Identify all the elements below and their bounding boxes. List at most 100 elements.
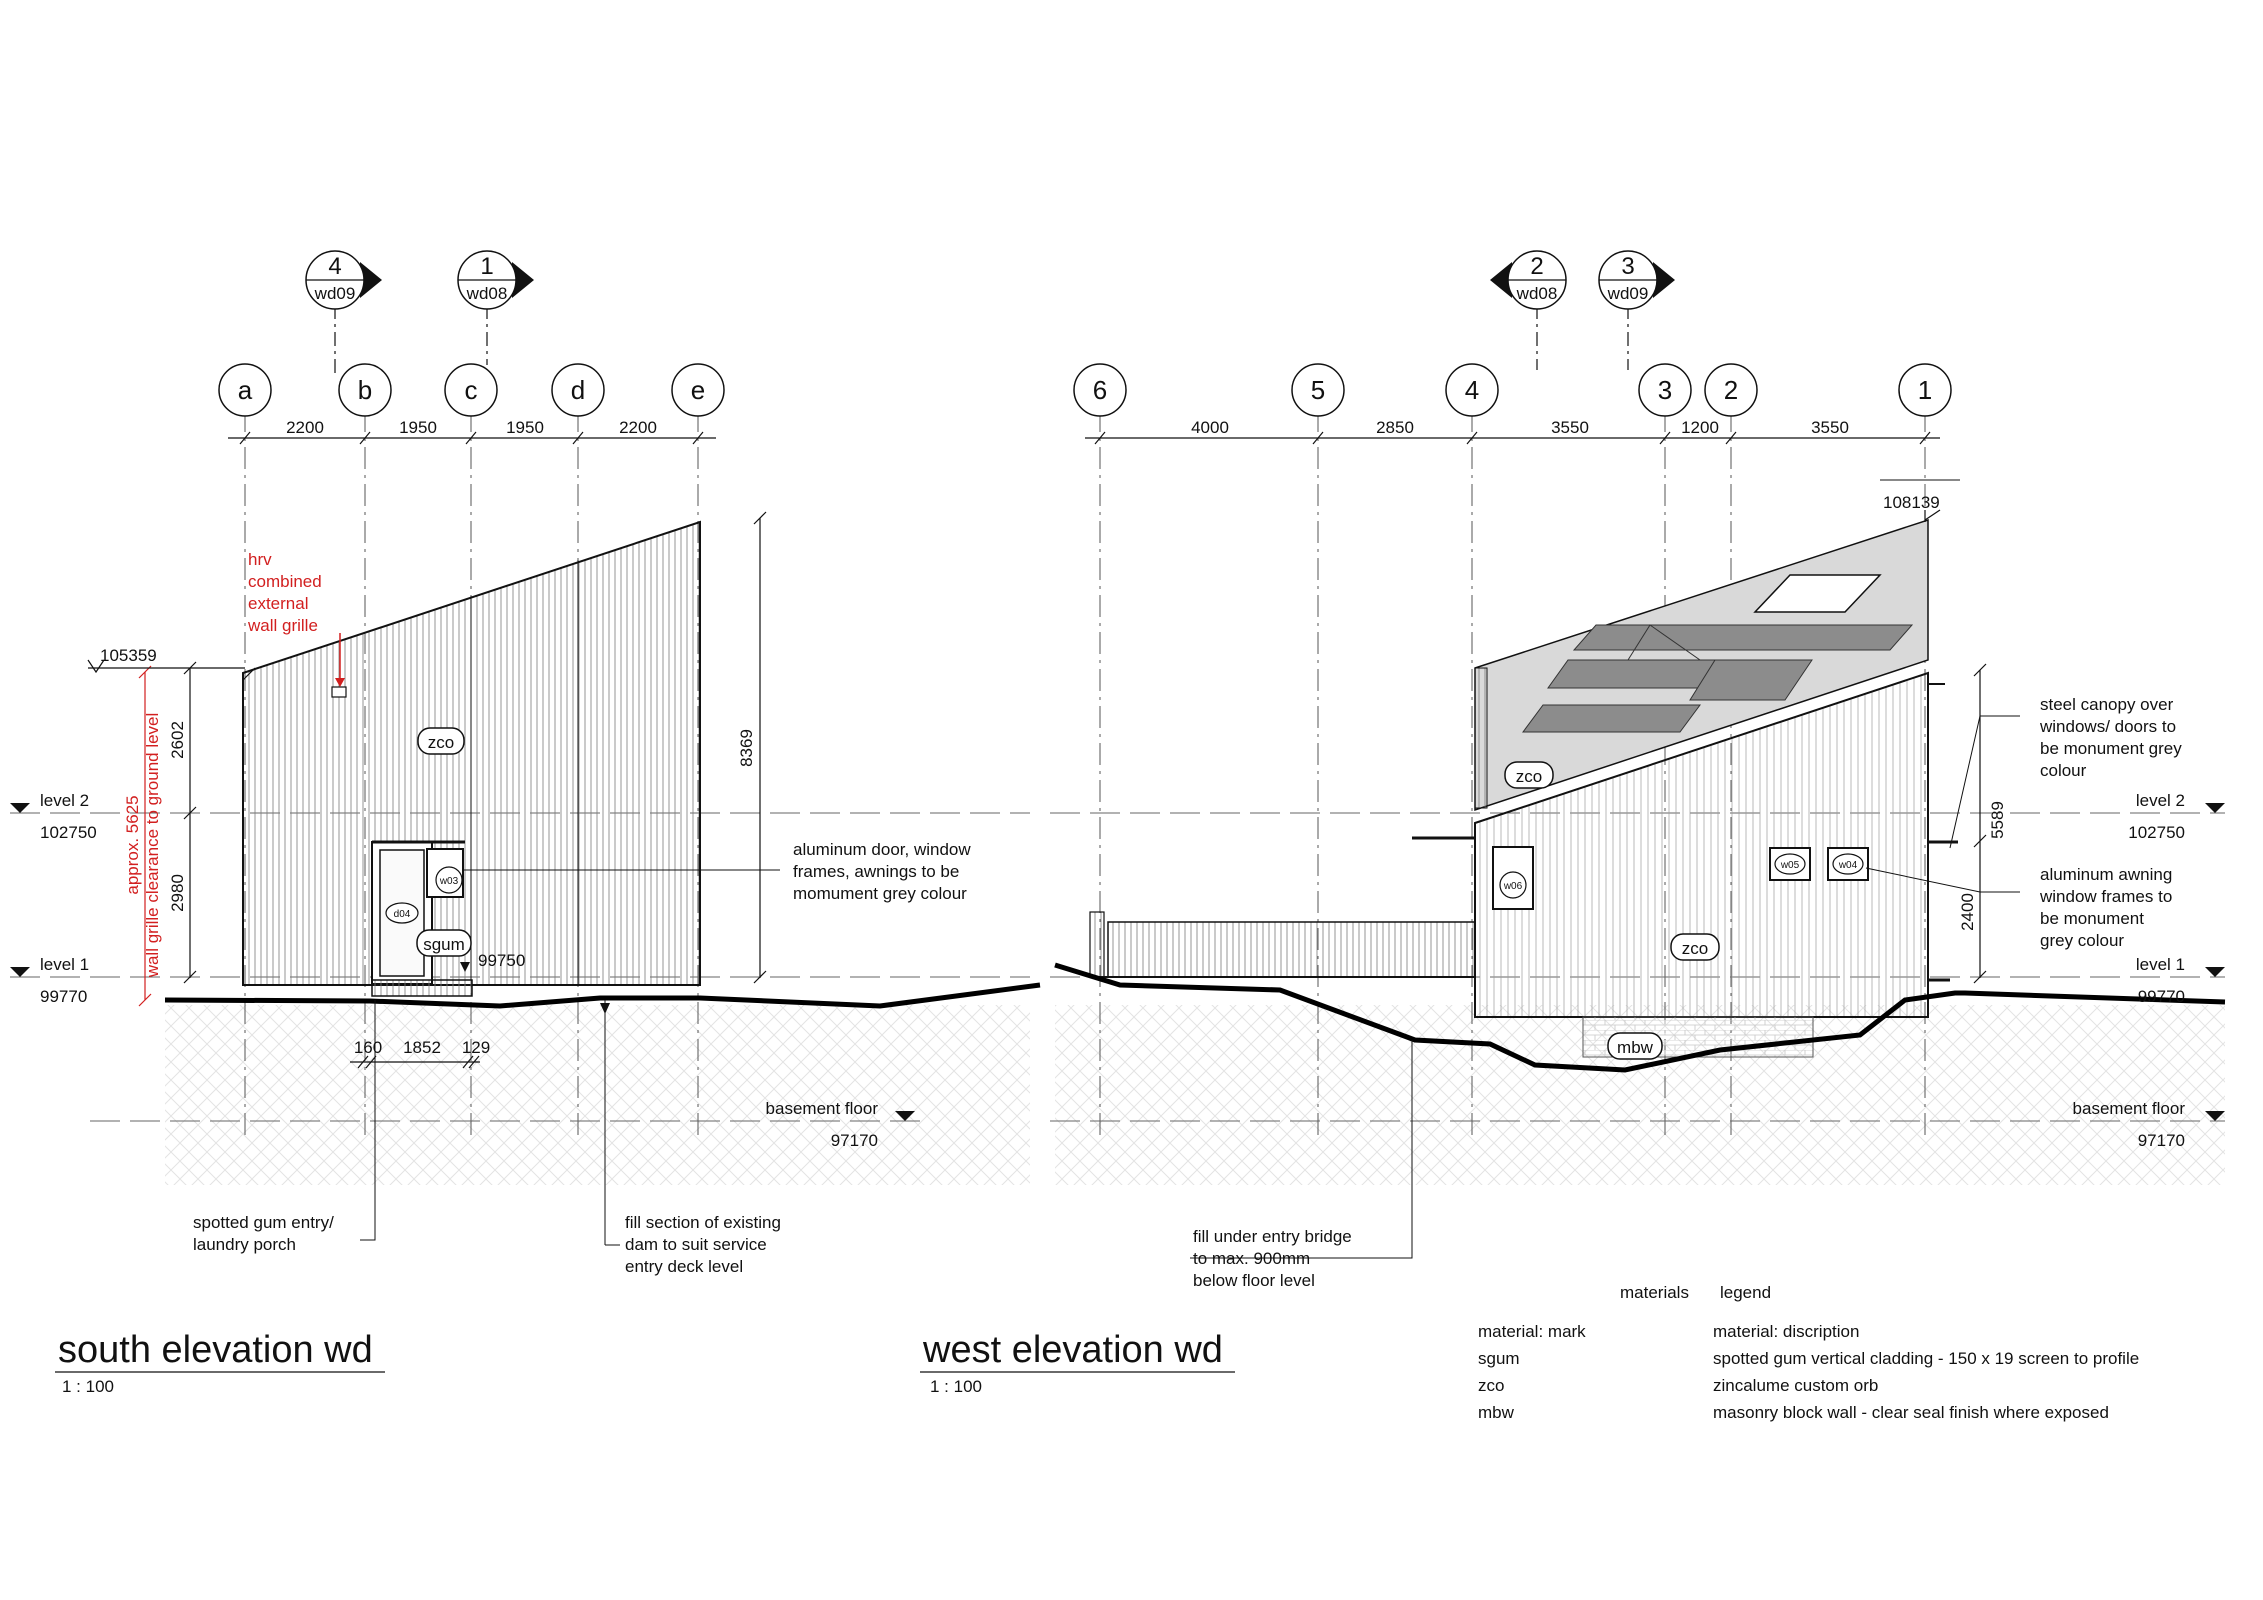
canopy-note-line: steel canopy over [2040, 695, 2174, 714]
level1-name: level 1 [2136, 955, 2185, 974]
material-tag-zco: zco [428, 733, 454, 752]
grid-dimension: 3550 [1811, 418, 1849, 437]
canopy-note-line: be monument grey [2040, 739, 2182, 758]
legend-row-description: zincalume custom orb [1713, 1376, 1878, 1395]
grid-label-e: e [691, 375, 705, 405]
hrv-note-line: combined [248, 572, 322, 591]
material-tag-sgum: sgum [423, 935, 465, 954]
south-grid-bubbles [218, 363, 725, 417]
bottom-dimension: 1852 [403, 1038, 441, 1057]
fill-note-line: fill section of existing [625, 1213, 781, 1232]
grid-label-2: 2 [1724, 375, 1738, 405]
aluminum-note-line: frames, awnings to be [793, 862, 959, 881]
south-bottom-dimensions [350, 1055, 480, 1069]
grid-label-a: a [238, 375, 253, 405]
level2-name: level 2 [2136, 791, 2185, 810]
clearance-note-line2: wall grille clearance to ground level [143, 713, 162, 979]
section-marker-ref: wd08 [466, 284, 508, 303]
grid-label-3: 3 [1658, 375, 1672, 405]
height-dimension-8369: 8369 [737, 729, 756, 767]
fill-note-line: entry deck level [625, 1257, 743, 1276]
fill-note-line: dam to suit service [625, 1235, 767, 1254]
south-scale: 1 : 100 [62, 1377, 114, 1396]
south-elevation: a b c d e 4 wd09 1 wd08 2200 1950 1950 2… [10, 250, 1041, 1396]
basement-rl: 97170 [831, 1131, 878, 1150]
height-dimension-2980: 2980 [168, 874, 187, 912]
porch-note-line: spotted gum entry/ [193, 1213, 334, 1232]
basement-name: basement floor [2073, 1099, 2186, 1118]
west-section-markers [1490, 250, 1675, 370]
legend-header-description: material: discription [1713, 1322, 1859, 1341]
level2-rl: 102750 [2128, 823, 2185, 842]
west-vertical-dimensions [1924, 509, 1987, 984]
material-tag-mbw: mbw [1617, 1038, 1654, 1057]
grid-dimension: 1200 [1681, 418, 1719, 437]
rl-top-value: 105359 [100, 646, 157, 665]
basement-rl: 97170 [2138, 1131, 2185, 1150]
hrv-grille [331, 686, 347, 698]
grid-dimension: 2850 [1376, 418, 1414, 437]
grid-dimension: 4000 [1191, 418, 1229, 437]
entry-bridge-rail [1107, 921, 1476, 978]
aluminum-note-line: momument grey colour [793, 884, 967, 903]
awning-note-line: aluminum awning [2040, 865, 2172, 884]
section-marker-number: 1 [480, 253, 493, 280]
section-marker-number: 3 [1621, 253, 1634, 280]
west-scale: 1 : 100 [930, 1377, 982, 1396]
hrv-note-line: wall grille [247, 616, 318, 635]
section-marker-number: 2 [1530, 253, 1543, 280]
window-tag-w04: w04 [1838, 860, 1858, 871]
grid-label-d: d [571, 375, 585, 405]
grid-label-b: b [358, 375, 372, 405]
south-section-markers [305, 250, 534, 375]
level1-rl: 99770 [40, 987, 87, 1006]
material-tag-zco: zco [1682, 939, 1708, 958]
south-rl-top-marker [87, 659, 245, 674]
bridge-note-line: below floor level [1193, 1271, 1315, 1290]
awning-note-line: be monument [2040, 909, 2144, 928]
south-vertical-dimensions [138, 511, 767, 1007]
level1-rl: 99770 [2138, 987, 2185, 1006]
hrv-note-line: external [248, 594, 308, 613]
grid-dimension: 1950 [506, 418, 544, 437]
legend-title-legend: legend [1720, 1283, 1771, 1302]
legend-row-mark: zco [1478, 1376, 1504, 1395]
window-tag-w05: w05 [1780, 860, 1800, 871]
legend-row-mark: sgum [1478, 1349, 1520, 1368]
west-elevation: 6 5 4 3 2 1 2 wd08 3 wd09 4000 2850 3550… [920, 250, 2226, 1396]
aluminum-note-line: aluminum door, window [793, 840, 971, 859]
bridge-note-line: fill under entry bridge [1193, 1227, 1352, 1246]
legend-header-mark: material: mark [1478, 1322, 1586, 1341]
height-dimension-2602: 2602 [168, 721, 187, 759]
basement-name: basement floor [766, 1099, 879, 1118]
south-elevation-title: south elevation wd [58, 1329, 373, 1371]
hrv-note-line: hrv [248, 550, 272, 569]
grid-label-5: 5 [1311, 375, 1325, 405]
materials-legend: materials legend material: mark material… [1478, 1283, 2139, 1422]
window-tag-w03: w03 [439, 876, 459, 887]
porch-rl-value: 99750 [478, 951, 525, 970]
door-tag-d04: d04 [394, 909, 411, 920]
section-marker-number: 4 [328, 253, 341, 280]
section-marker-ref: wd08 [1516, 284, 1558, 303]
legend-row-description: spotted gum vertical cladding - 150 x 19… [1713, 1349, 2139, 1368]
grid-dimension: 3550 [1551, 418, 1589, 437]
height-dimension-5589: 5589 [1988, 801, 2007, 839]
south-top-dimensions [228, 431, 716, 445]
material-tag-zco: zco [1516, 767, 1542, 786]
canopy-note-line: colour [2040, 761, 2087, 780]
ground-hatch [165, 1005, 2225, 1185]
west-grid-bubbles [1073, 363, 1952, 417]
awning-note-line: grey colour [2040, 931, 2124, 950]
level1-name: level 1 [40, 955, 89, 974]
bottom-dimension: 160 [354, 1038, 382, 1057]
south-grid-labels: a b c d e [238, 375, 705, 405]
west-top-dimensions [1085, 431, 1940, 445]
skylight [1753, 574, 1882, 613]
grid-dimension: 2200 [286, 418, 324, 437]
bottom-dimension: 129 [462, 1038, 490, 1057]
clearance-note-line1: approx. 5625 [123, 795, 142, 894]
west-note-leaders [1411, 479, 2020, 1238]
west-elevation-title: west elevation wd [922, 1329, 1223, 1371]
